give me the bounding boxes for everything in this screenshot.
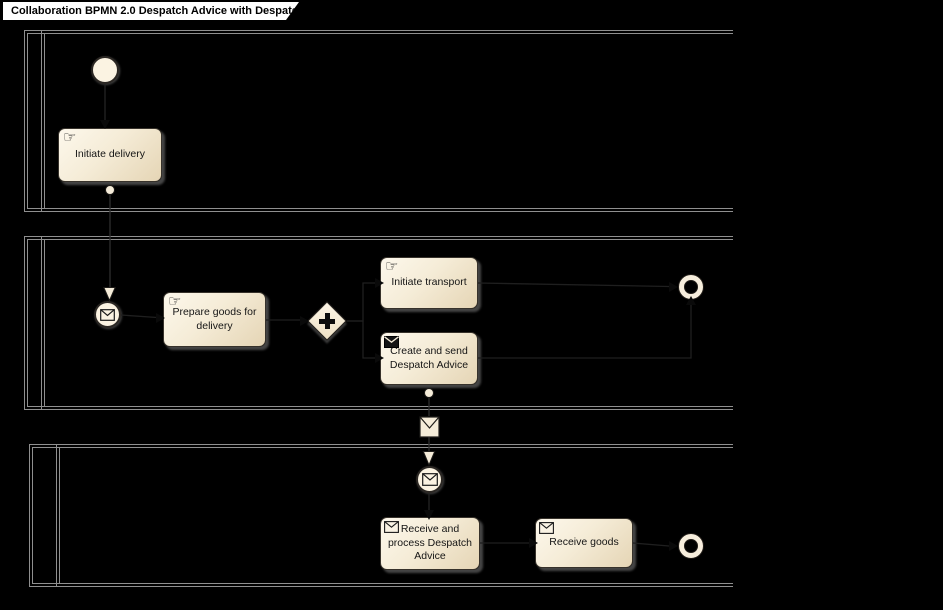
task-receive-and-process-despatch-advice[interactable]: Receive and process Despatch Advice [380, 517, 480, 570]
message-envelope-icon [421, 473, 438, 486]
message-flow-envelope-marker [419, 416, 440, 438]
task-prepare-goods-for-delivery[interactable]: ☞ Prepare goods for delivery [163, 292, 266, 347]
receive-message-icon [384, 521, 399, 538]
send-message-icon [384, 336, 399, 353]
pool-top-border [24, 30, 733, 212]
task-receive-goods[interactable]: Receive goods [535, 518, 633, 568]
parallel-gateway-plus-icon [324, 313, 330, 329]
diagram-title-banner: Collaboration BPMN 2.0 Despatch Advice w… [3, 2, 299, 20]
pool-bottom-label-separator [56, 444, 57, 587]
manual-task-icon: ☞ [63, 129, 77, 146]
task-label: Initiate delivery [74, 148, 146, 161]
pool-top-label-separator-inner [44, 33, 45, 209]
pool-bottom-border [29, 444, 733, 587]
pool-middle-label-separator-inner [44, 239, 45, 407]
pool-top[interactable] [24, 30, 733, 212]
task-initiate-delivery[interactable]: ☞ Initiate delivery [58, 128, 162, 182]
manual-task-icon: ☞ [385, 258, 399, 275]
task-label: Prepare goods for delivery [172, 305, 257, 332]
task-label: Receive goods [549, 536, 619, 549]
pool-middle-label-separator [41, 236, 42, 410]
start-event[interactable] [91, 56, 119, 84]
task-label: Initiate transport [391, 276, 467, 289]
task-initiate-transport[interactable]: ☞ Initiate transport [380, 257, 478, 309]
pool-bottom[interactable] [29, 444, 733, 587]
task-label: Receive and process Despatch Advice [387, 522, 473, 563]
message-envelope-icon [100, 308, 115, 321]
message-start-event[interactable] [94, 301, 121, 328]
pool-middle[interactable] [24, 236, 733, 410]
manual-task-icon: ☞ [168, 293, 182, 310]
pool-bottom-label-separator-inner [59, 447, 60, 584]
pool-middle-inner-border [27, 239, 733, 407]
pool-middle-border [24, 236, 733, 410]
pool-bottom-inner-border [32, 447, 733, 584]
message-catch-event[interactable] [416, 466, 443, 493]
pool-top-inner-border [27, 33, 733, 209]
pool-top-label-separator [41, 30, 42, 212]
receive-message-icon [539, 522, 554, 539]
end-event[interactable] [679, 275, 703, 299]
end-event[interactable] [679, 534, 703, 558]
task-create-and-send-despatch-advice[interactable]: Create and send Despatch Advice [380, 332, 478, 385]
task-label: Create and send Despatch Advice [389, 344, 469, 371]
